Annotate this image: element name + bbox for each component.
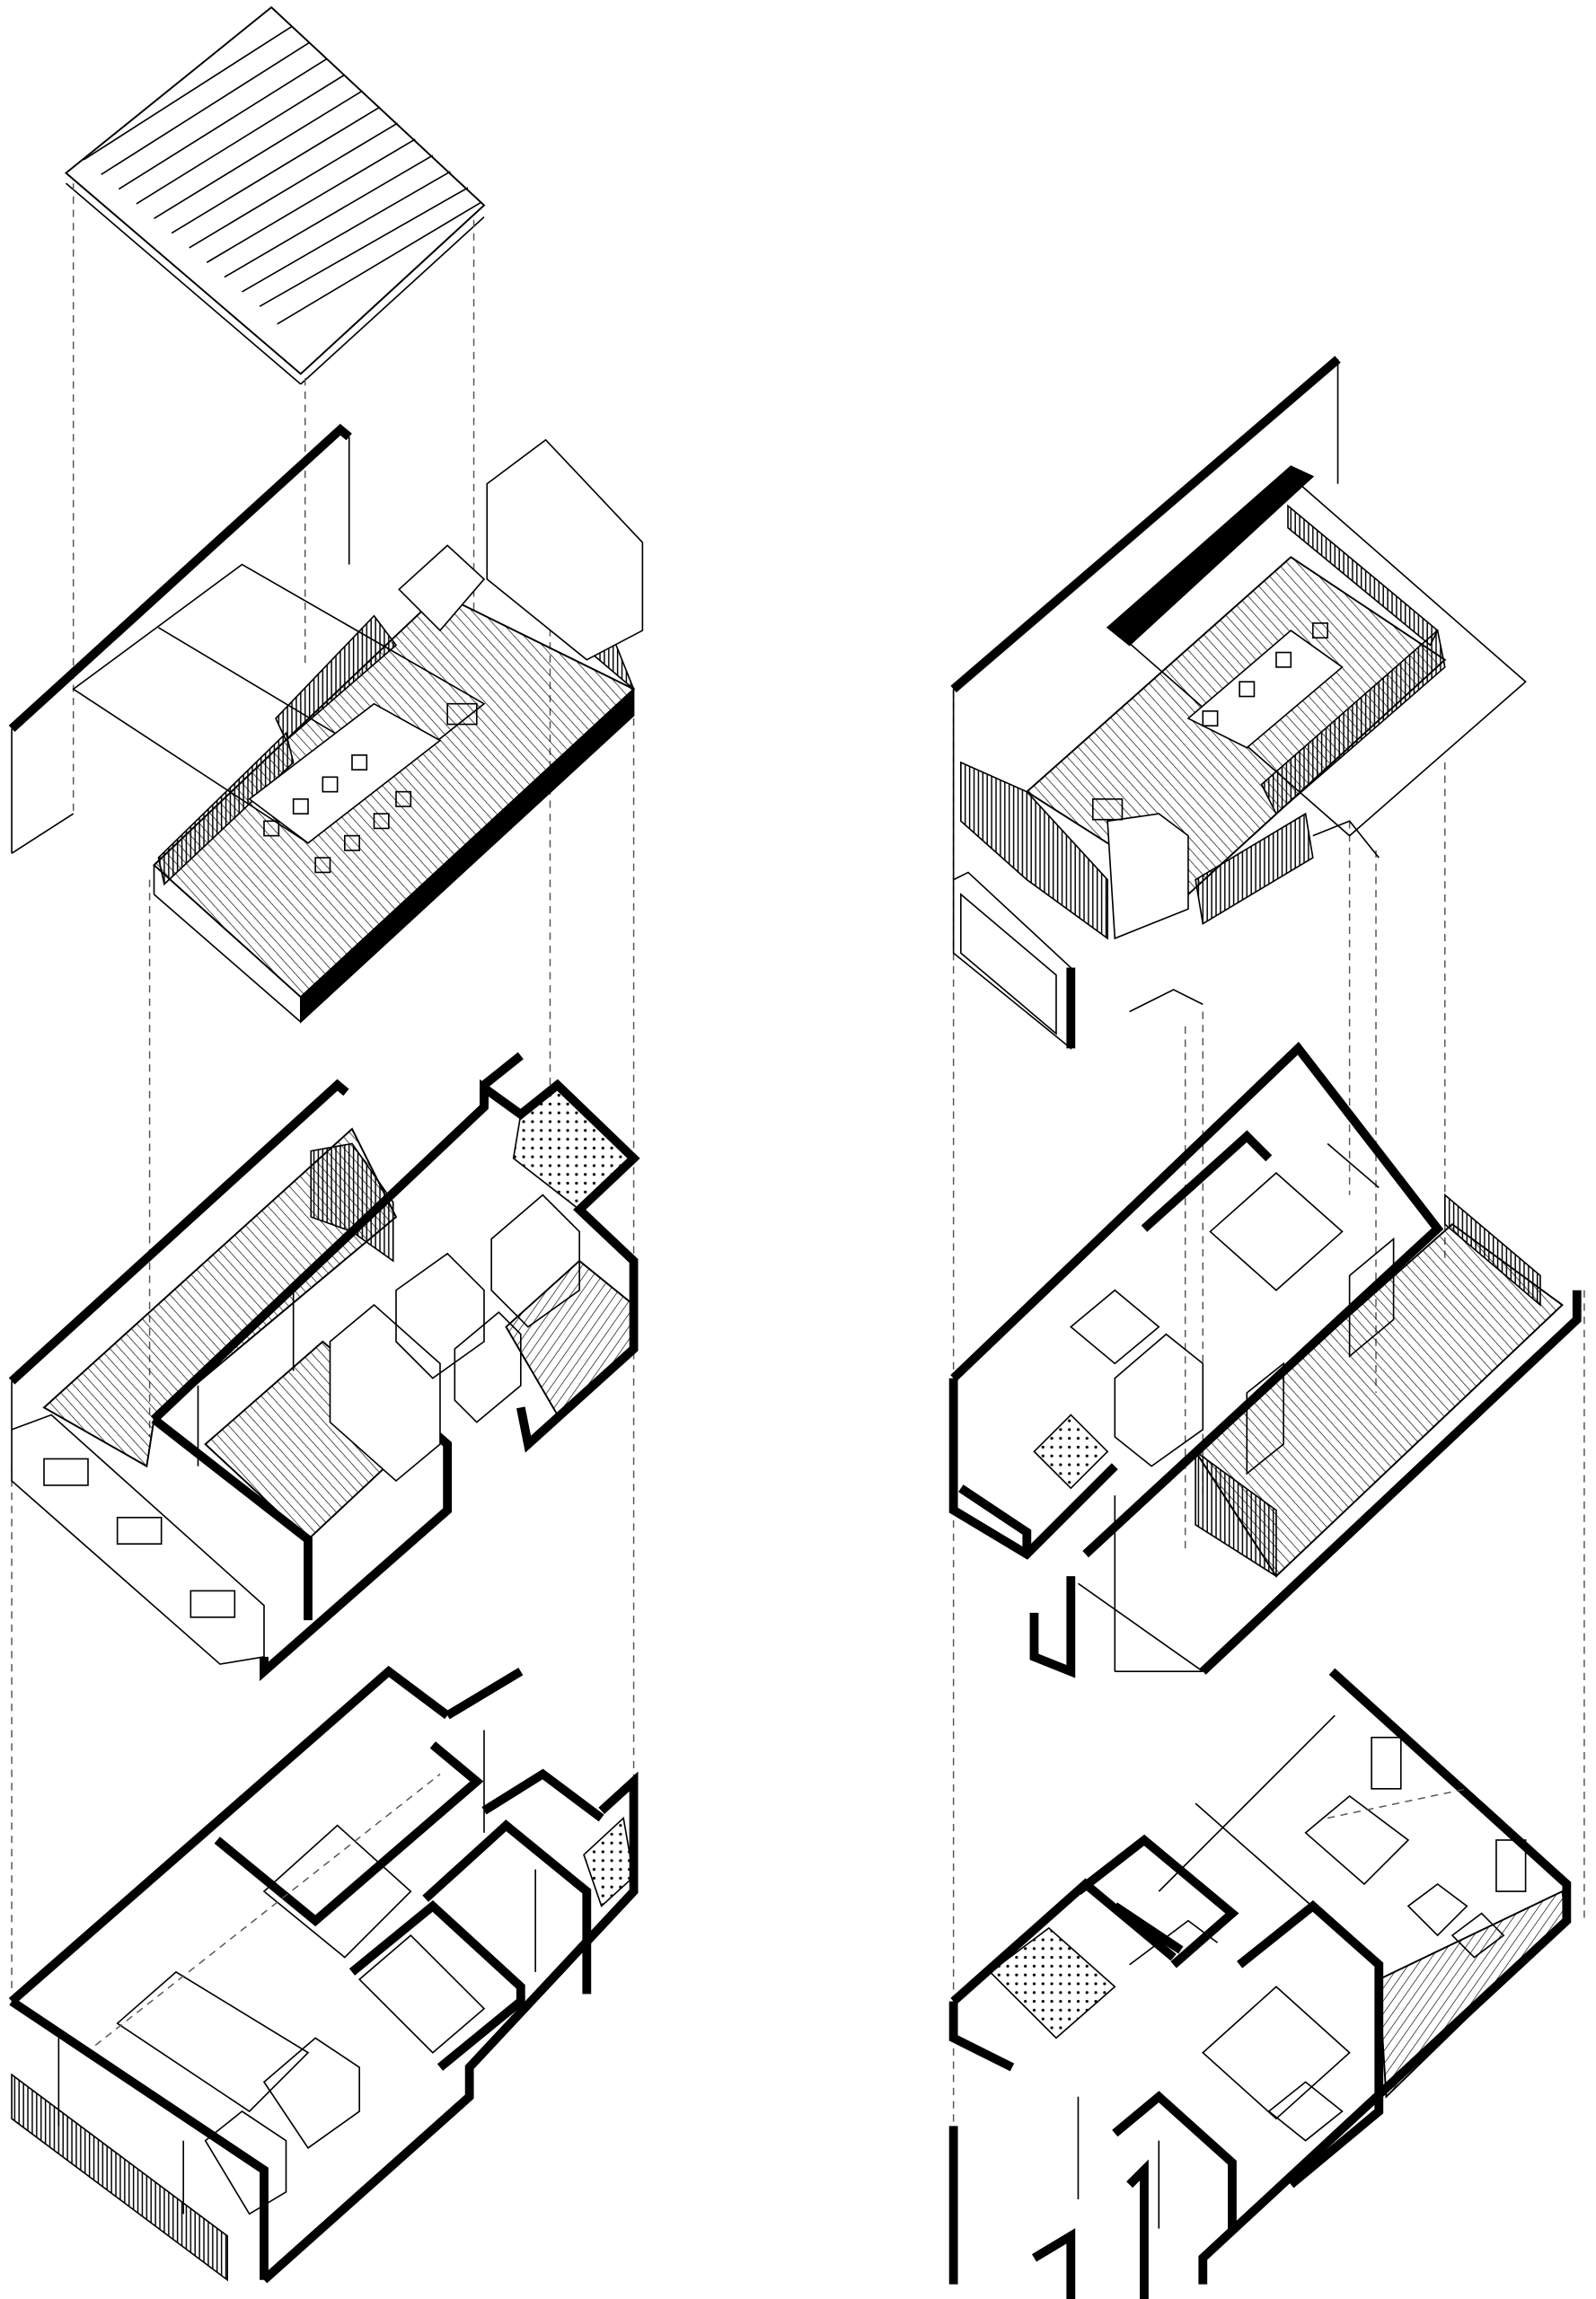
right-top-floor-terrace [950, 356, 1527, 1051]
right-middle-floor [948, 1042, 1582, 1678]
left-top-floor-terrace [8, 423, 644, 1024]
left-roof [64, 5, 486, 385]
left-ground-floor [8, 1665, 639, 2284]
right-ground-floor [948, 1668, 1572, 2299]
left-middle-floor [8, 1052, 640, 1682]
